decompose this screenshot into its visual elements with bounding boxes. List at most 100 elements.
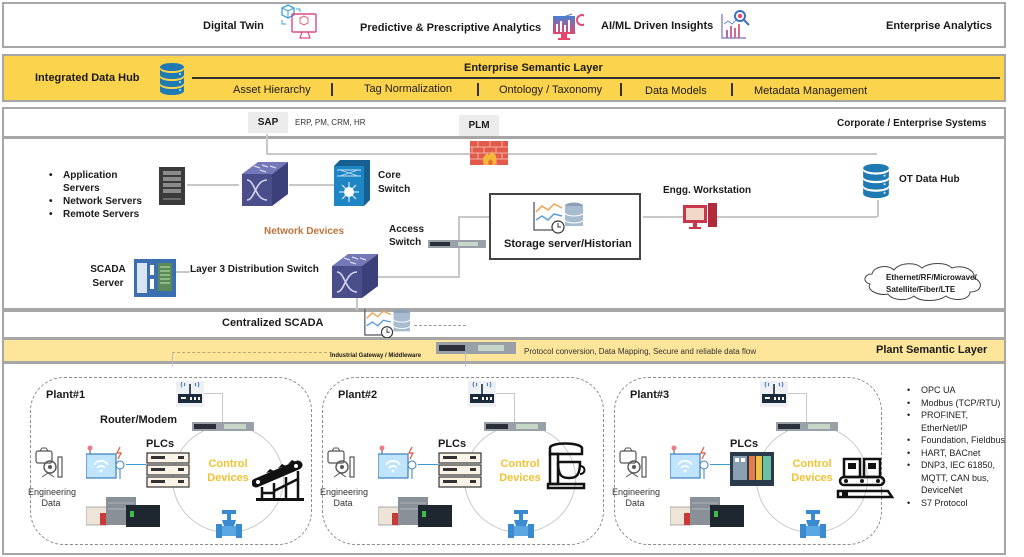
plant-name: Plant#3: [630, 389, 670, 401]
plc-rack-icon: [730, 452, 774, 486]
ot-vertical-line: [877, 200, 879, 217]
protocol-item: PROFINET, EtherNet/IP: [906, 409, 1016, 434]
plant-name: Plant#1: [46, 389, 86, 401]
wireless-router-icon: [760, 381, 788, 407]
network-devices-label: Network Devices: [264, 226, 345, 237]
server-to-router-line: [187, 184, 239, 186]
plant-1-boundary: [30, 377, 312, 545]
protocol-item: S7 Protocol: [906, 497, 1016, 510]
plant-switch-icon: [192, 422, 254, 431]
server-list-item: Remote Servers: [48, 208, 148, 221]
semantic-item-tag-normalization: Tag Normalization: [364, 83, 453, 95]
ai-ml-insights-label: AI/ML Driven Insights: [601, 20, 714, 32]
l3-switch-label: Layer 3 Distribution Switch: [190, 264, 319, 275]
transport-label: Ethernet/RF/Microwave/ Satellite/Fiber/L…: [886, 273, 977, 294]
router-to-switch-line: [806, 393, 807, 423]
engineering-data-icon: [618, 447, 648, 479]
plcs-label: PLCs: [438, 438, 467, 450]
corporate-systems-title: Corporate / Enterprise Systems: [837, 118, 987, 129]
wireless-router-icon: [468, 381, 496, 407]
plant-name: Plant#2: [338, 389, 378, 401]
router-to-switch-line: [788, 393, 806, 394]
access-switch-icon: [428, 240, 486, 248]
database-icon: [158, 62, 186, 96]
divider: [331, 83, 333, 96]
ot-data-hub-label: OT Data Hub: [899, 174, 960, 185]
controller-to-plc-line: [418, 464, 438, 465]
access-to-historian-line: [458, 216, 492, 218]
control-devices-label: Control Devices: [791, 458, 833, 484]
semantic-layer-divider: [192, 77, 1000, 79]
protocol-item: Modbus (TCP/RTU): [906, 397, 1016, 410]
protocol-item: DNP3, IEC 61850, MQTT, CAN bus, DeviceNe…: [906, 459, 1016, 497]
enterprise-semantic-layer-band: Integrated Data Hub Enterprise Semantic …: [2, 54, 1006, 102]
historian-to-workstation-line: [643, 216, 683, 218]
control-devices-label: Control Devices: [499, 458, 541, 484]
router-modem-label: Router/Modem: [100, 414, 177, 426]
mixer-icon: [544, 440, 588, 490]
integrated-data-hub-label: Integrated Data Hub: [35, 72, 140, 84]
core-switch-label: Core Switch: [378, 170, 411, 195]
enterprise-analytics-band: Digital Twin Predictive & Prescriptive A…: [2, 2, 1006, 48]
router-to-switch-line: [514, 393, 515, 423]
conveyor-icon: [252, 457, 308, 501]
plcs-label: PLCs: [146, 438, 175, 450]
core-switch-icon: [334, 160, 370, 206]
corporate-systems-band: SAP ERP, PM, CRM, HR PLM Corporate / Ent…: [2, 107, 1006, 138]
divider: [731, 83, 733, 96]
semantic-layer-title: Enterprise Semantic Layer: [464, 62, 603, 74]
plc-hardware-icon: [670, 493, 746, 529]
analytics-dashboard-icon: [552, 12, 584, 42]
router-to-switch-line: [496, 393, 514, 394]
plc-rack-icon: [146, 452, 190, 488]
plm-box: PLM: [459, 115, 499, 136]
historian-label: Storage server/Historian: [504, 238, 632, 250]
ot-data-hub-icon: [861, 162, 891, 200]
semantic-item-asset-hierarchy: Asset Hierarchy: [233, 84, 311, 96]
semantic-item-data-models: Data Models: [645, 85, 707, 97]
semantic-item-ontology: Ontology / Taxonomy: [499, 84, 603, 96]
server-list-item: Application Servers: [48, 169, 148, 195]
gateway-label: Industrial Gateway / Middleware: [330, 353, 422, 359]
wireless-controller-icon: [86, 445, 130, 483]
digital-twin-icon: [278, 4, 320, 44]
valve-icon: [508, 510, 534, 538]
plc-rack-icon: [438, 452, 482, 488]
predictive-analytics-label: Predictive & Prescriptive Analytics: [360, 22, 542, 34]
l3-distribution-switch-icon: [330, 252, 380, 300]
router-to-switch-line: [204, 393, 222, 394]
server-rack-icon: [159, 167, 185, 205]
gateway-drop-line: [172, 352, 173, 366]
workstation-to-ot-line: [717, 216, 877, 218]
router-to-switch-line: [222, 393, 223, 423]
digital-twin-label: Digital Twin: [203, 20, 264, 32]
controller-to-plc-line: [126, 464, 146, 465]
server-list-item: Network Servers: [48, 195, 148, 208]
gateway-note: Protocol conversion, Data Mapping, Secur…: [524, 347, 757, 356]
centralized-scada-band: [2, 310, 1006, 339]
engineering-data-label: Engineering Data: [320, 487, 369, 508]
divider: [477, 83, 479, 96]
workstation-label: Engg. Workstation: [663, 185, 752, 196]
protocol-item: HART, BACnet: [906, 447, 1016, 460]
sap-box: SAP: [248, 112, 288, 133]
protocol-item: Foundation, Fieldbus: [906, 434, 1016, 447]
plcs-label: PLCs: [730, 438, 759, 450]
semantic-item-metadata-management: Metadata Management: [754, 85, 868, 97]
valve-icon: [216, 510, 242, 538]
engineering-data-icon: [326, 447, 356, 479]
plant-3-boundary: [614, 377, 882, 545]
plant-switch-icon: [776, 422, 838, 431]
scada-dashed-connector: [414, 325, 466, 326]
gateway-switch-icon: [436, 342, 516, 354]
enterprise-analytics-title: Enterprise Analytics: [886, 20, 992, 32]
valve-icon: [800, 510, 826, 538]
router-to-core-line: [289, 184, 334, 186]
sap-connector: [266, 134, 268, 154]
firewall-icon: [470, 141, 508, 165]
transport-cloud: [858, 262, 988, 302]
plant-semantic-layer-title: Plant Semantic Layer: [876, 344, 988, 356]
network-router-icon: [240, 160, 290, 208]
centralized-scada-historian-icon: [363, 307, 411, 339]
protocol-item: OPC UA: [906, 384, 1016, 397]
